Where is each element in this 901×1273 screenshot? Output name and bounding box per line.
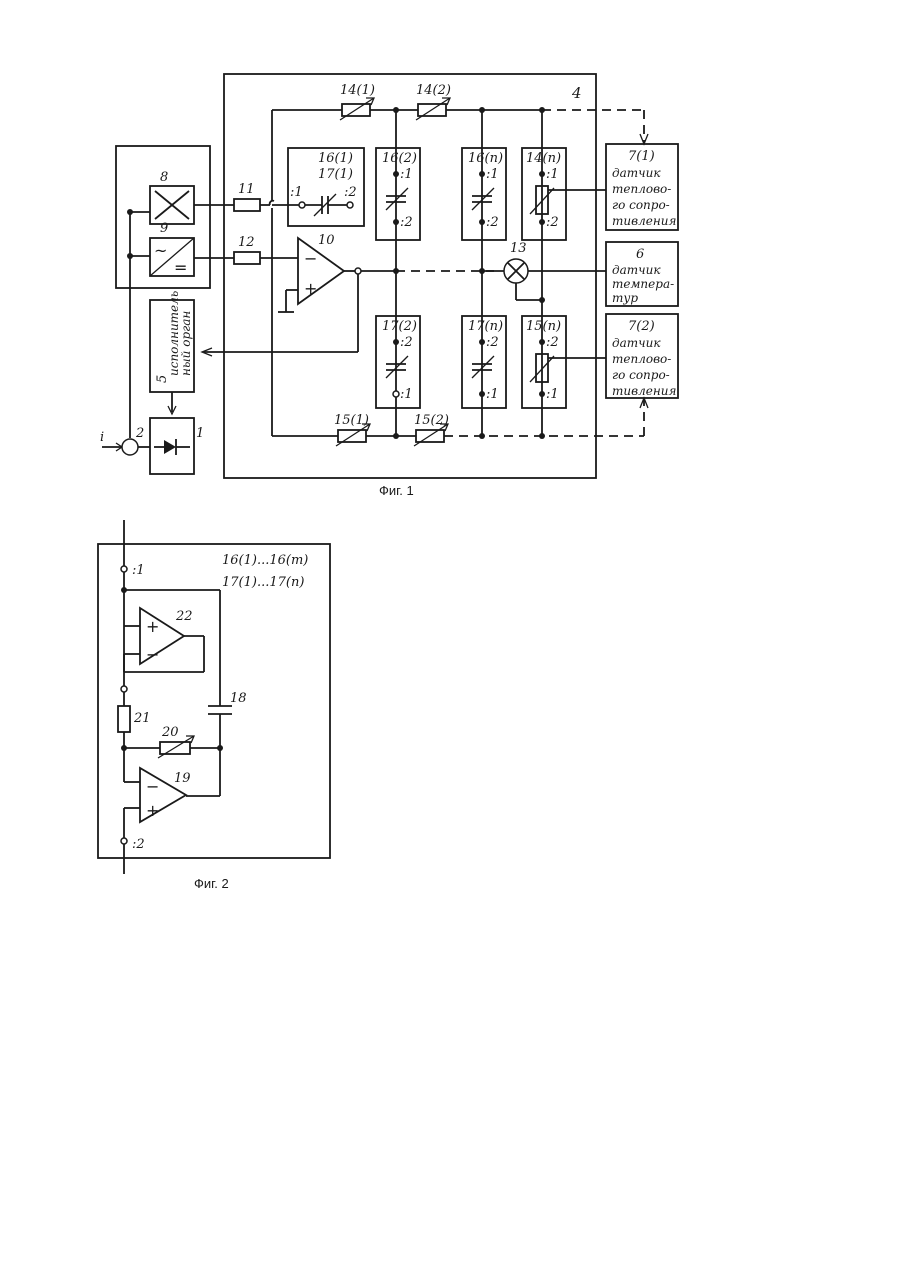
cell-17-2-pin2: :2 xyxy=(400,335,413,350)
cell-14-n-label: 14(n) xyxy=(526,151,561,166)
figure-1: 4 8 ~ = 9 i 2 1 5 исполнитель xyxy=(100,74,678,498)
opamp-22-minus: − xyxy=(146,645,159,664)
block-5-text-2: ный орган xyxy=(179,311,193,376)
mixer-13-label: 13 xyxy=(510,241,527,256)
cell-14-n-pin1: :1 xyxy=(546,167,559,182)
opamp-10-plus: + xyxy=(304,279,317,298)
opamp-22-plus: + xyxy=(146,617,159,636)
cell-16-1-pin1: :1 xyxy=(290,185,303,200)
current-sensor-2 xyxy=(122,439,138,455)
block-4-label: 4 xyxy=(571,84,582,102)
capacitor-18-label: 18 xyxy=(230,691,247,706)
sensor-7-2-line3: го сопро- xyxy=(612,368,670,382)
resistor-12-label: 12 xyxy=(238,235,255,250)
opamp-10-minus: − xyxy=(304,249,317,268)
sensor-7-1-number: 7(1) xyxy=(628,149,655,164)
fig2-pin1: :1 xyxy=(132,563,145,578)
resistor-15-1-label: 15(1) xyxy=(334,413,369,428)
fig2-pin2: :2 xyxy=(132,837,145,852)
input-i-label: i xyxy=(100,430,104,445)
sensor-6-number: 6 xyxy=(636,247,644,262)
figure-2-caption: Фиг. 2 xyxy=(194,876,229,891)
resistor-21 xyxy=(118,706,130,732)
cell-17-n-pin2: :2 xyxy=(486,335,499,350)
block-2-label: 2 xyxy=(135,426,144,441)
sensor-7-1-line2: теплово- xyxy=(612,182,671,196)
resistor-20-label: 20 xyxy=(161,725,179,740)
cell-17-1-label: 17(1) xyxy=(318,167,353,182)
cell-16-1-pin2: :2 xyxy=(344,185,357,200)
cell-15-n-pin2: :2 xyxy=(546,335,559,350)
resistor-11 xyxy=(234,199,260,211)
block-8-label: 8 xyxy=(160,170,168,185)
sensor-6-line3: тур xyxy=(612,291,638,305)
opamp-19-label: 19 xyxy=(174,771,191,786)
cell-17-n-label: 17(n) xyxy=(468,319,503,334)
cell-16-2-pin1: :1 xyxy=(400,167,413,182)
sensor-7-1-line4: тивления xyxy=(612,214,676,228)
opamp-22-label: 22 xyxy=(175,609,193,624)
sensor-7-1-line1: датчик xyxy=(612,166,661,180)
opamp-19-minus: − xyxy=(146,777,159,796)
opamp-19-plus: + xyxy=(146,801,159,820)
cell-16-2-pin2: :2 xyxy=(400,215,413,230)
sensor-6-line2: темпера- xyxy=(612,277,674,291)
figure-1-caption: Фиг. 1 xyxy=(379,483,414,498)
sensor-7-2-line4: тивления xyxy=(612,384,676,398)
ac-symbol: ~ xyxy=(154,241,167,260)
sensor-7-2-line2: теплово- xyxy=(612,352,671,366)
range-17-label: 17(1)...17(n) xyxy=(222,575,304,590)
dc-symbol: = xyxy=(174,258,187,277)
cell-internal-box xyxy=(98,544,330,858)
cell-16-1-label: 16(1) xyxy=(318,151,353,166)
resistor-11-label: 11 xyxy=(238,182,255,197)
cell-16-2-label: 16(2) xyxy=(382,151,417,166)
opamp-10-label: 10 xyxy=(318,233,335,248)
resistor-14-1-label: 14(1) xyxy=(340,83,375,98)
cell-14-n-pin2: :2 xyxy=(546,215,559,230)
resistor-15-2-label: 15(2) xyxy=(414,413,449,428)
sensor-7-2-number: 7(2) xyxy=(628,319,655,334)
resistor-14-2-label: 14(2) xyxy=(416,83,451,98)
cell-16-n-pin1: :1 xyxy=(486,167,499,182)
block-4 xyxy=(224,74,596,478)
sensor-6-line1: датчик xyxy=(612,263,661,277)
cell-16-n-pin2: :2 xyxy=(486,215,499,230)
sensor-7-1-line3: го сопро- xyxy=(612,198,670,212)
cell-17-2-label: 17(2) xyxy=(382,319,417,334)
range-16-label: 16(1)...16(m) xyxy=(222,553,308,568)
block-1-label: 1 xyxy=(196,426,204,441)
block-9-label: 9 xyxy=(160,221,168,236)
resistor-21-label: 21 xyxy=(133,711,151,726)
sensor-7-2-line1: датчик xyxy=(612,336,661,350)
cell-17-2-pin1: :1 xyxy=(400,387,413,402)
cell-15-n-label: 15(n) xyxy=(526,319,561,334)
cell-16-n-label: 16(n) xyxy=(468,151,503,166)
resistor-12 xyxy=(234,252,260,264)
cell-17-n-pin1: :1 xyxy=(486,387,499,402)
figure-2: 16(1)...16(m) 17(1)...17(n) :1 + − 22 18… xyxy=(98,520,330,891)
cell-15-n-pin1: :1 xyxy=(546,387,559,402)
